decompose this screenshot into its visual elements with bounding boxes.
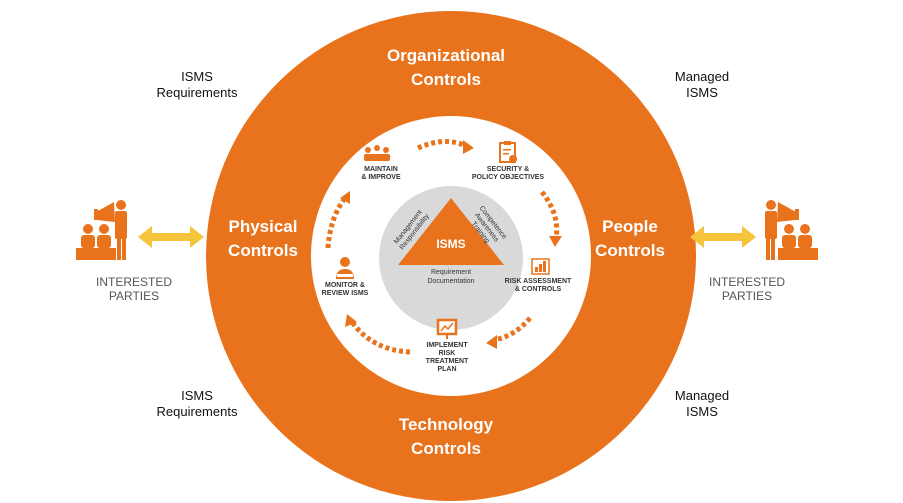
ring-label-line: People — [602, 217, 658, 236]
presentation-board-icon — [436, 318, 458, 339]
isms-triangle-label: ISMS — [436, 237, 466, 251]
step-label-line: SECURITY & — [486, 166, 530, 173]
step-label-line: RISK — [438, 350, 456, 357]
managed-isms-bottom-right: Managed ISMS — [637, 388, 767, 420]
step-risk-assessment-controls: RISK ASSESSMENT & CONTROLS — [488, 278, 588, 294]
cycle-arrow-left — [325, 196, 348, 249]
step-label-line: & IMPROVE — [361, 174, 401, 181]
step-label-line: IMPLEMENT — [426, 342, 468, 349]
step-implement-risk-treatment-plan: IMPLEMENT RISK TREATMENT PLAN — [397, 342, 497, 374]
step-label-line: & CONTROLS — [514, 286, 562, 293]
ring-label-line: Controls — [595, 241, 665, 260]
corner-text-line: Requirements — [156, 85, 238, 100]
step-label-line: MONITOR & — [325, 282, 365, 289]
interested-parties-right: INTERESTED PARTIES — [682, 275, 812, 303]
managed-isms-top-right: Managed ISMS — [637, 69, 767, 101]
corner-text-line: ISMS — [181, 388, 213, 403]
party-text-line: INTERESTED — [708, 275, 785, 289]
ring-label-technology: Technology Controls — [346, 413, 546, 461]
arrowhead-top — [463, 140, 474, 154]
corner-text-line: Managed — [674, 388, 730, 403]
ring-label-line: Physical — [228, 217, 298, 236]
ring-label-line: Controls — [411, 439, 481, 458]
ring-label-line: Organizational — [386, 46, 506, 65]
center-label-line: Documentation — [427, 278, 475, 285]
arrowhead-bottom-right — [486, 335, 497, 349]
ring-label-line: Technology — [398, 415, 494, 434]
team-icon — [364, 145, 390, 161]
chart-icon — [531, 258, 550, 275]
step-monitor-review-isms: MONITOR & REVIEW ISMS — [295, 282, 395, 298]
isms-requirements-bottom-left: ISMS Requirements — [132, 388, 262, 420]
party-text-line: PARTIES — [108, 289, 160, 303]
clipboard-icon — [499, 141, 517, 163]
corner-text-line: ISMS — [686, 85, 718, 100]
corner-text-line: ISMS — [686, 404, 718, 419]
cycle-arrow-right — [540, 190, 560, 239]
ring-label-line: Controls — [228, 241, 298, 260]
step-label-line: MAINTAIN — [364, 166, 398, 173]
party-text-line: PARTIES — [721, 289, 773, 303]
center-label-line: Requirement — [430, 269, 472, 276]
step-label-line: POLICY OBJECTIVES — [471, 174, 545, 181]
step-label-line: REVIEW ISMS — [321, 290, 369, 297]
ring-label-line: Controls — [411, 70, 481, 89]
arrowhead-left — [340, 191, 350, 204]
cycle-arrow-bottom-right — [493, 316, 532, 343]
step-label-line: TREATMENT — [425, 358, 469, 365]
ring-label-people: People Controls — [530, 215, 730, 263]
step-label-line: RISK ASSESSMENT — [504, 278, 572, 285]
ring-label-physical: Physical Controls — [163, 215, 363, 263]
cycle-arrows — [325, 139, 560, 355]
isms-triangle — [398, 198, 504, 265]
interested-parties-left: INTERESTED PARTIES — [69, 275, 199, 303]
cycle-arrow-top — [416, 139, 468, 151]
step-security-policy-objectives: SECURITY & POLICY OBJECTIVES — [458, 166, 558, 182]
monitor-person-icon — [336, 257, 354, 279]
step-maintain-improve: MAINTAIN & IMPROVE — [331, 166, 431, 182]
step-label-line: PLAN — [437, 366, 457, 373]
arrowhead-right — [549, 236, 562, 247]
double-arrow-right — [690, 226, 756, 248]
requirement-documentation-label: Requirement Documentation — [401, 268, 501, 286]
presenter-audience-icon-left — [76, 200, 127, 260]
presenter-audience-icon-right — [765, 200, 818, 260]
corner-text-line: Requirements — [156, 404, 238, 419]
corner-text-line: ISMS — [181, 69, 213, 84]
double-arrow-left — [138, 226, 204, 248]
isms-requirements-top-left: ISMS Requirements — [132, 69, 262, 101]
ring-label-organizational: Organizational Controls — [346, 44, 546, 92]
corner-text-line: Managed — [674, 69, 730, 84]
cycle-arrowheads — [340, 140, 562, 349]
party-text-line: INTERESTED — [95, 275, 172, 289]
arrowhead-bottom-left — [345, 314, 357, 327]
